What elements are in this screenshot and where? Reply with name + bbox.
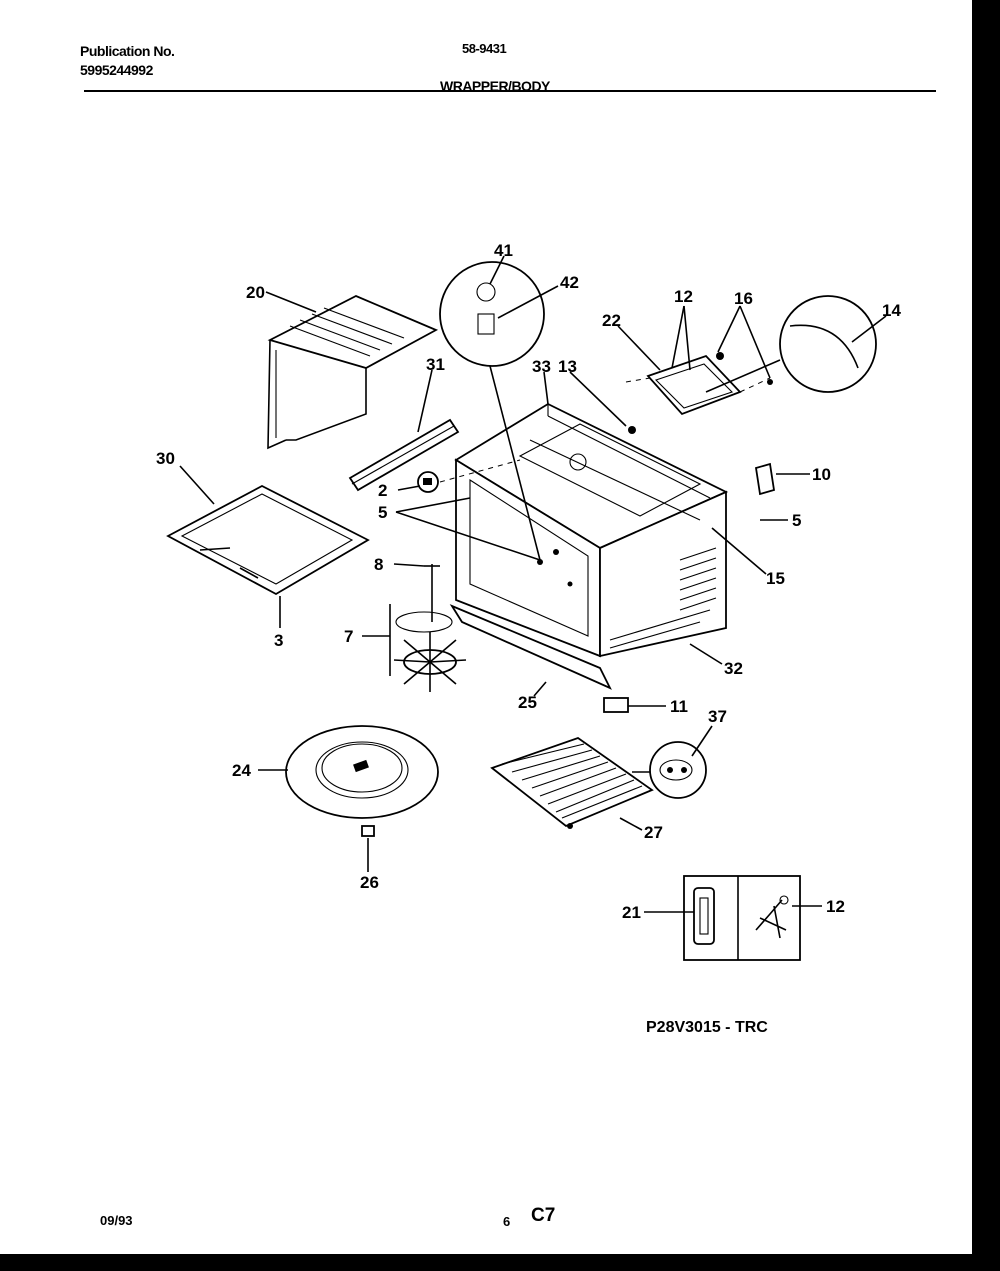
coupler-26 [361, 825, 375, 837]
side-rail-part [348, 418, 460, 492]
inset-detail-box [683, 875, 801, 961]
callout-26: 26 [360, 873, 379, 892]
callout-30: 30 [156, 449, 175, 468]
callout-31: 31 [426, 355, 445, 374]
callout-14: 14 [882, 301, 901, 320]
parts-diagram-page: Publication No. 5995244992 58-9431 WRAPP… [0, 0, 972, 1254]
callout-7: 7 [344, 627, 353, 646]
publication-label: Publication No. [80, 43, 175, 59]
callout-24: 24 [232, 761, 251, 780]
screw-16b [767, 379, 773, 385]
callout-5-left: 5 [378, 503, 387, 522]
clip-2-part [417, 471, 439, 493]
leader-lines [179, 255, 887, 913]
callout-10: 10 [812, 465, 831, 484]
exploded-view-drawing: 41 42 20 31 33 13 22 12 16 14 30 2 5 10 … [156, 241, 901, 1036]
callout-21: 21 [622, 903, 641, 922]
callout-33: 33 [532, 357, 551, 376]
callout-12-inset: 12 [826, 897, 845, 916]
callout-32: 32 [724, 659, 743, 678]
callout-20: 20 [246, 283, 265, 302]
publication-number: 5995244992 [80, 62, 153, 78]
turntable-tray [285, 725, 439, 819]
footer-page-code: C7 [531, 1205, 556, 1226]
screw-16a [716, 352, 724, 360]
callout-11: 11 [670, 697, 688, 716]
callout-37: 37 [708, 707, 727, 726]
callout-41: 41 [494, 241, 513, 260]
oven-cavity-body [454, 402, 729, 658]
vent-grille [679, 547, 717, 611]
diagram-code: P28V3015 - TRC [646, 1019, 768, 1036]
callout-42: 42 [560, 273, 579, 292]
callout-16: 16 [734, 289, 753, 308]
callout-22: 22 [602, 311, 621, 330]
callout-2: 2 [378, 481, 387, 500]
footer-page-number: 6 [503, 1214, 511, 1229]
detail-circle-41-42 [439, 261, 545, 561]
callout-15: 15 [766, 569, 785, 588]
callout-13: 13 [558, 357, 577, 376]
screw-13 [628, 426, 636, 434]
model-number: 58-9431 [462, 41, 507, 56]
bottom-plate-part [166, 484, 370, 596]
callout-8: 8 [374, 555, 383, 574]
callout-25: 25 [518, 693, 537, 712]
callout-5-right: 5 [792, 511, 801, 530]
callout-3: 3 [274, 631, 283, 650]
callout-12: 12 [674, 287, 693, 306]
callout-27: 27 [644, 823, 663, 842]
base-panel-part [449, 604, 612, 690]
outer-wrapper-part [267, 295, 439, 450]
bracket-10-part [754, 462, 776, 496]
header-rule [84, 90, 936, 92]
grill-rack [490, 736, 654, 829]
footer-date: 09/93 [100, 1213, 133, 1228]
detail-circle-14 [705, 295, 877, 393]
switch-11-part [603, 697, 629, 713]
stirrer-fan-assembly [393, 564, 467, 692]
door-frame-part [625, 354, 771, 416]
